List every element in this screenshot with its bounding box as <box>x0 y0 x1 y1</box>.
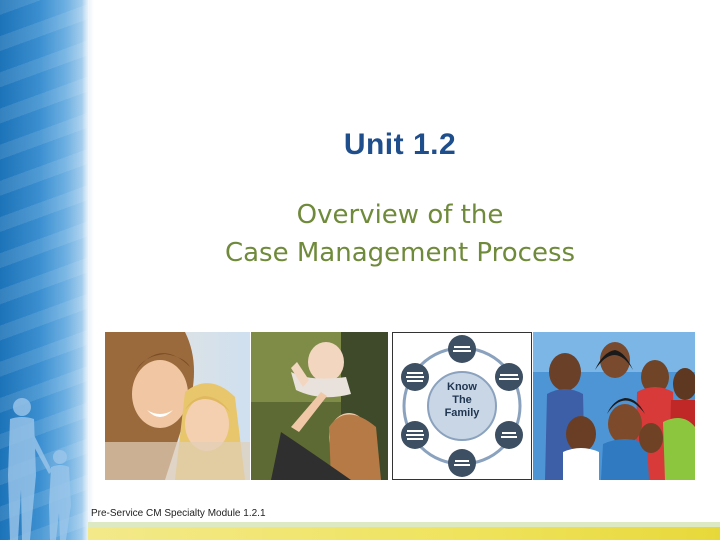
diagram-center-label: Know The Family <box>432 381 492 420</box>
diagram-center-line-2: The <box>452 394 472 406</box>
know-the-family-diagram: Know The Family <box>392 332 532 480</box>
subtitle: Overview of the Case Management Process <box>140 196 660 272</box>
family-silhouette-icon <box>8 398 71 540</box>
bottom-yellow-strip <box>88 527 720 540</box>
photo-group-youth <box>533 332 695 480</box>
bottom-green-strip <box>88 522 720 527</box>
subtitle-line-2: Case Management Process <box>224 238 576 268</box>
band-edge <box>82 0 94 540</box>
unit-title: Unit 1.2 <box>343 128 457 161</box>
diagram-center-line-3: Family <box>444 407 480 419</box>
diagram-center-line-1: Know <box>447 381 477 393</box>
photo-mother-daughter <box>105 332 250 480</box>
photo-mother-baby <box>251 332 388 480</box>
subtitle-line-1: Overview of the <box>296 200 504 230</box>
footer-text: Pre-Service CM Specialty Module 1.2.1 <box>91 508 266 519</box>
left-decorative-band <box>0 0 88 540</box>
